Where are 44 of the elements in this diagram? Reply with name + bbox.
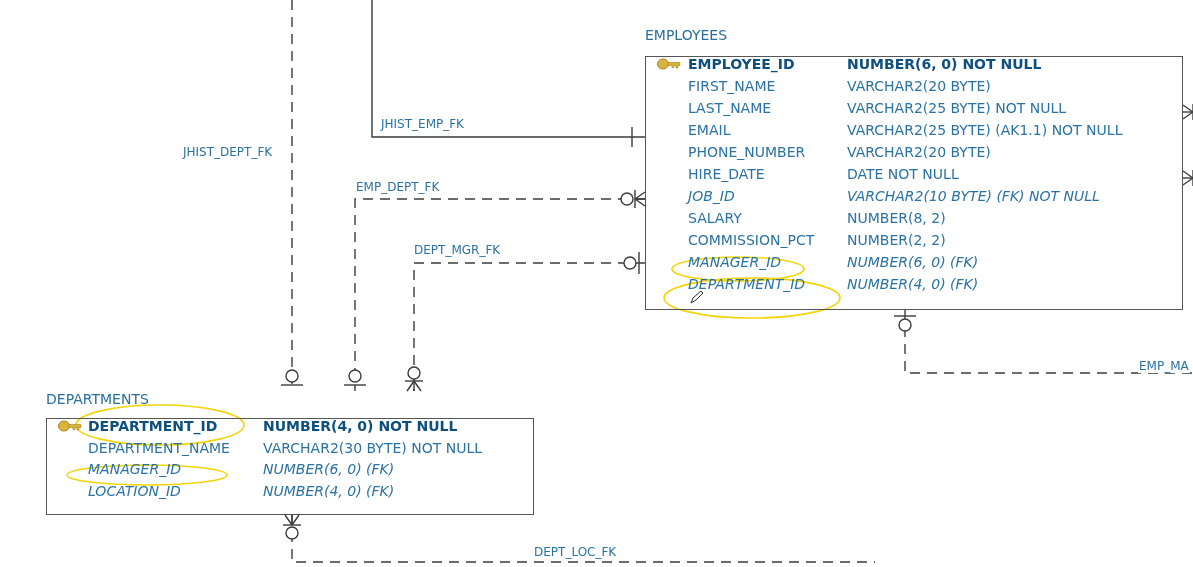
column-name: SALARY	[688, 209, 742, 227]
column-type: NUMBER(6, 0) (FK)	[263, 460, 395, 478]
column-type: DATE NOT NULL	[847, 165, 959, 183]
column-name: MANAGER_ID	[688, 253, 782, 271]
column-type: NUMBER(6, 0) (FK)	[847, 253, 979, 271]
column-type: NUMBER(4, 0) (FK)	[263, 481, 395, 500]
column-type: VARCHAR2(30 BYTE) NOT NULL	[263, 438, 483, 457]
column-name: PHONE_NUMBER	[688, 143, 806, 161]
column-name: HIRE_DATE	[688, 165, 765, 183]
dashed-relationship-line	[343, 189, 646, 392]
column-name: MANAGER_ID	[88, 460, 182, 478]
column-name: LAST_NAME	[688, 99, 772, 117]
column-type: NUMBER(6, 0) NOT NULL	[847, 55, 1042, 73]
edge-label: EMP_MA	[1138, 359, 1190, 373]
column-type: NUMBER(4, 0) NOT NULL	[263, 417, 458, 435]
relationship-line	[1182, 169, 1193, 187]
column-name: COMMISSION_PCT	[688, 231, 815, 249]
table-title: DEPARTMENTS	[46, 391, 149, 407]
column-name: EMPLOYEE_ID	[688, 55, 795, 73]
dashed-relationship-line	[893, 309, 1193, 374]
edge-label: EMP_DEPT_FK	[355, 180, 441, 194]
column-name: DEPARTMENT_ID	[88, 417, 218, 435]
relationship-line	[1182, 103, 1193, 121]
edge-label: JHIST_EMP_FK	[380, 117, 465, 131]
column-name: DEPARTMENT_NAME	[88, 438, 230, 457]
column-name: DEPARTMENT_ID	[688, 275, 806, 293]
column-type: NUMBER(8, 2)	[847, 209, 946, 227]
relationship-line	[371, 0, 646, 148]
column-type: VARCHAR2(10 BYTE) (FK) NOT NULL	[847, 187, 1100, 205]
edge-label: JHIST_DEPT_FK	[182, 145, 274, 159]
column-type: NUMBER(2, 2)	[847, 231, 946, 249]
dashed-relationship-line	[282, 514, 876, 563]
column-name: FIRST_NAME	[688, 77, 776, 95]
column-type: VARCHAR2(25 BYTE) NOT NULL	[847, 99, 1067, 117]
edge-label: DEPT_LOC_FK	[533, 545, 618, 559]
edge-label: DEPT_MGR_FK	[413, 243, 502, 257]
column-type: VARCHAR2(20 BYTE)	[847, 143, 991, 161]
table-title: EMPLOYEES	[645, 27, 728, 43]
column-name: EMAIL	[688, 121, 731, 139]
column-type: VARCHAR2(20 BYTE)	[847, 77, 991, 95]
dashed-relationship-line	[404, 251, 646, 392]
column-type: NUMBER(4, 0) (FK)	[847, 275, 979, 293]
column-type: VARCHAR2(25 BYTE) (AK1.1) NOT NULL	[847, 121, 1123, 139]
column-name: LOCATION_ID	[88, 481, 181, 500]
